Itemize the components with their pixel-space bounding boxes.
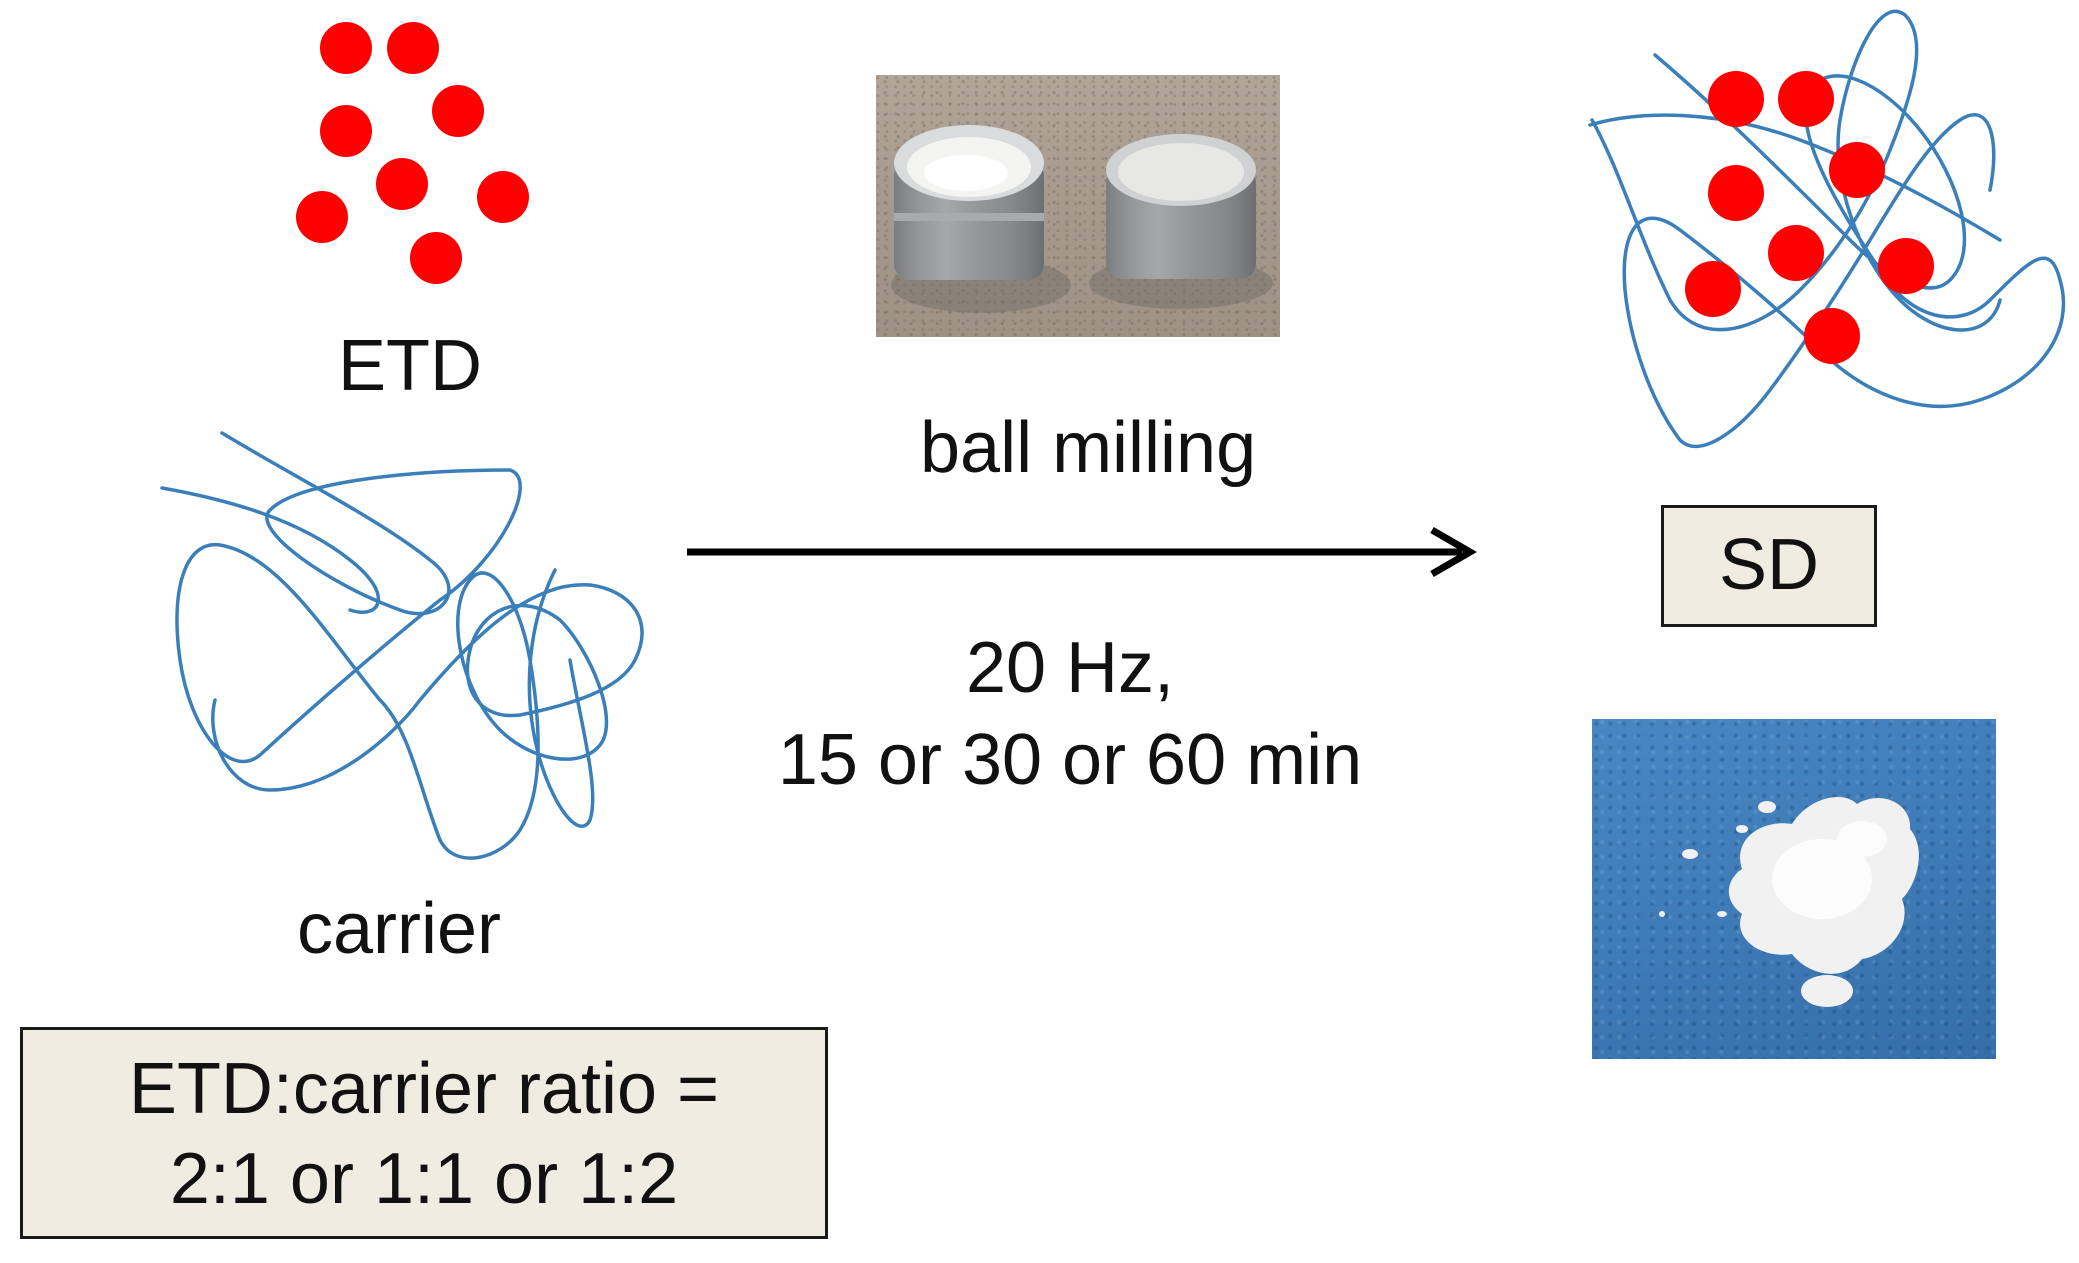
- etd-particle: [320, 22, 372, 74]
- etd-particle: [387, 22, 439, 74]
- sd-particle: [1768, 225, 1824, 281]
- ratio-line-2: 2:1 or 1:1 or 1:2: [169, 1139, 679, 1219]
- ratio-line-1: ETD:carrier ratio =: [128, 1049, 720, 1129]
- sd-label: SD: [1718, 525, 1820, 605]
- sd-particle: [1685, 261, 1741, 317]
- sd-particle: [1708, 165, 1764, 221]
- ratio-box: ETD:carrier ratio = 2:1 or 1:1 or 1:2: [20, 1027, 828, 1239]
- carrier-label: carrier: [297, 889, 502, 969]
- etd-particle: [376, 158, 428, 210]
- jars-illustration: [891, 125, 1273, 313]
- sd-particle: [1878, 238, 1934, 294]
- ball-mill-jars-photo: [876, 75, 1280, 337]
- sd-particle: [1804, 308, 1860, 364]
- sd-powder-photo: [1592, 719, 1996, 1059]
- sd-particle: [1778, 71, 1834, 127]
- etd-particle: [432, 85, 484, 137]
- milling-times-label: 15 or 30 or 60 min: [777, 720, 1363, 800]
- sd-particle: [1829, 142, 1885, 198]
- milling-conditions: 20 Hz, 15 or 30 or 60 min: [700, 622, 1440, 806]
- etd-particle: [296, 191, 348, 243]
- frequency-label: 20 Hz,: [965, 628, 1175, 708]
- powder-illustration: [1659, 796, 1919, 1007]
- etd-particle: [477, 171, 529, 223]
- etd-particle: [320, 105, 372, 157]
- etd-particle: [410, 232, 462, 284]
- etd-label: ETD: [338, 326, 482, 406]
- ball-milling-label: ball milling: [920, 408, 1257, 488]
- sd-label-box: SD: [1661, 505, 1877, 627]
- sd-particle: [1708, 71, 1764, 127]
